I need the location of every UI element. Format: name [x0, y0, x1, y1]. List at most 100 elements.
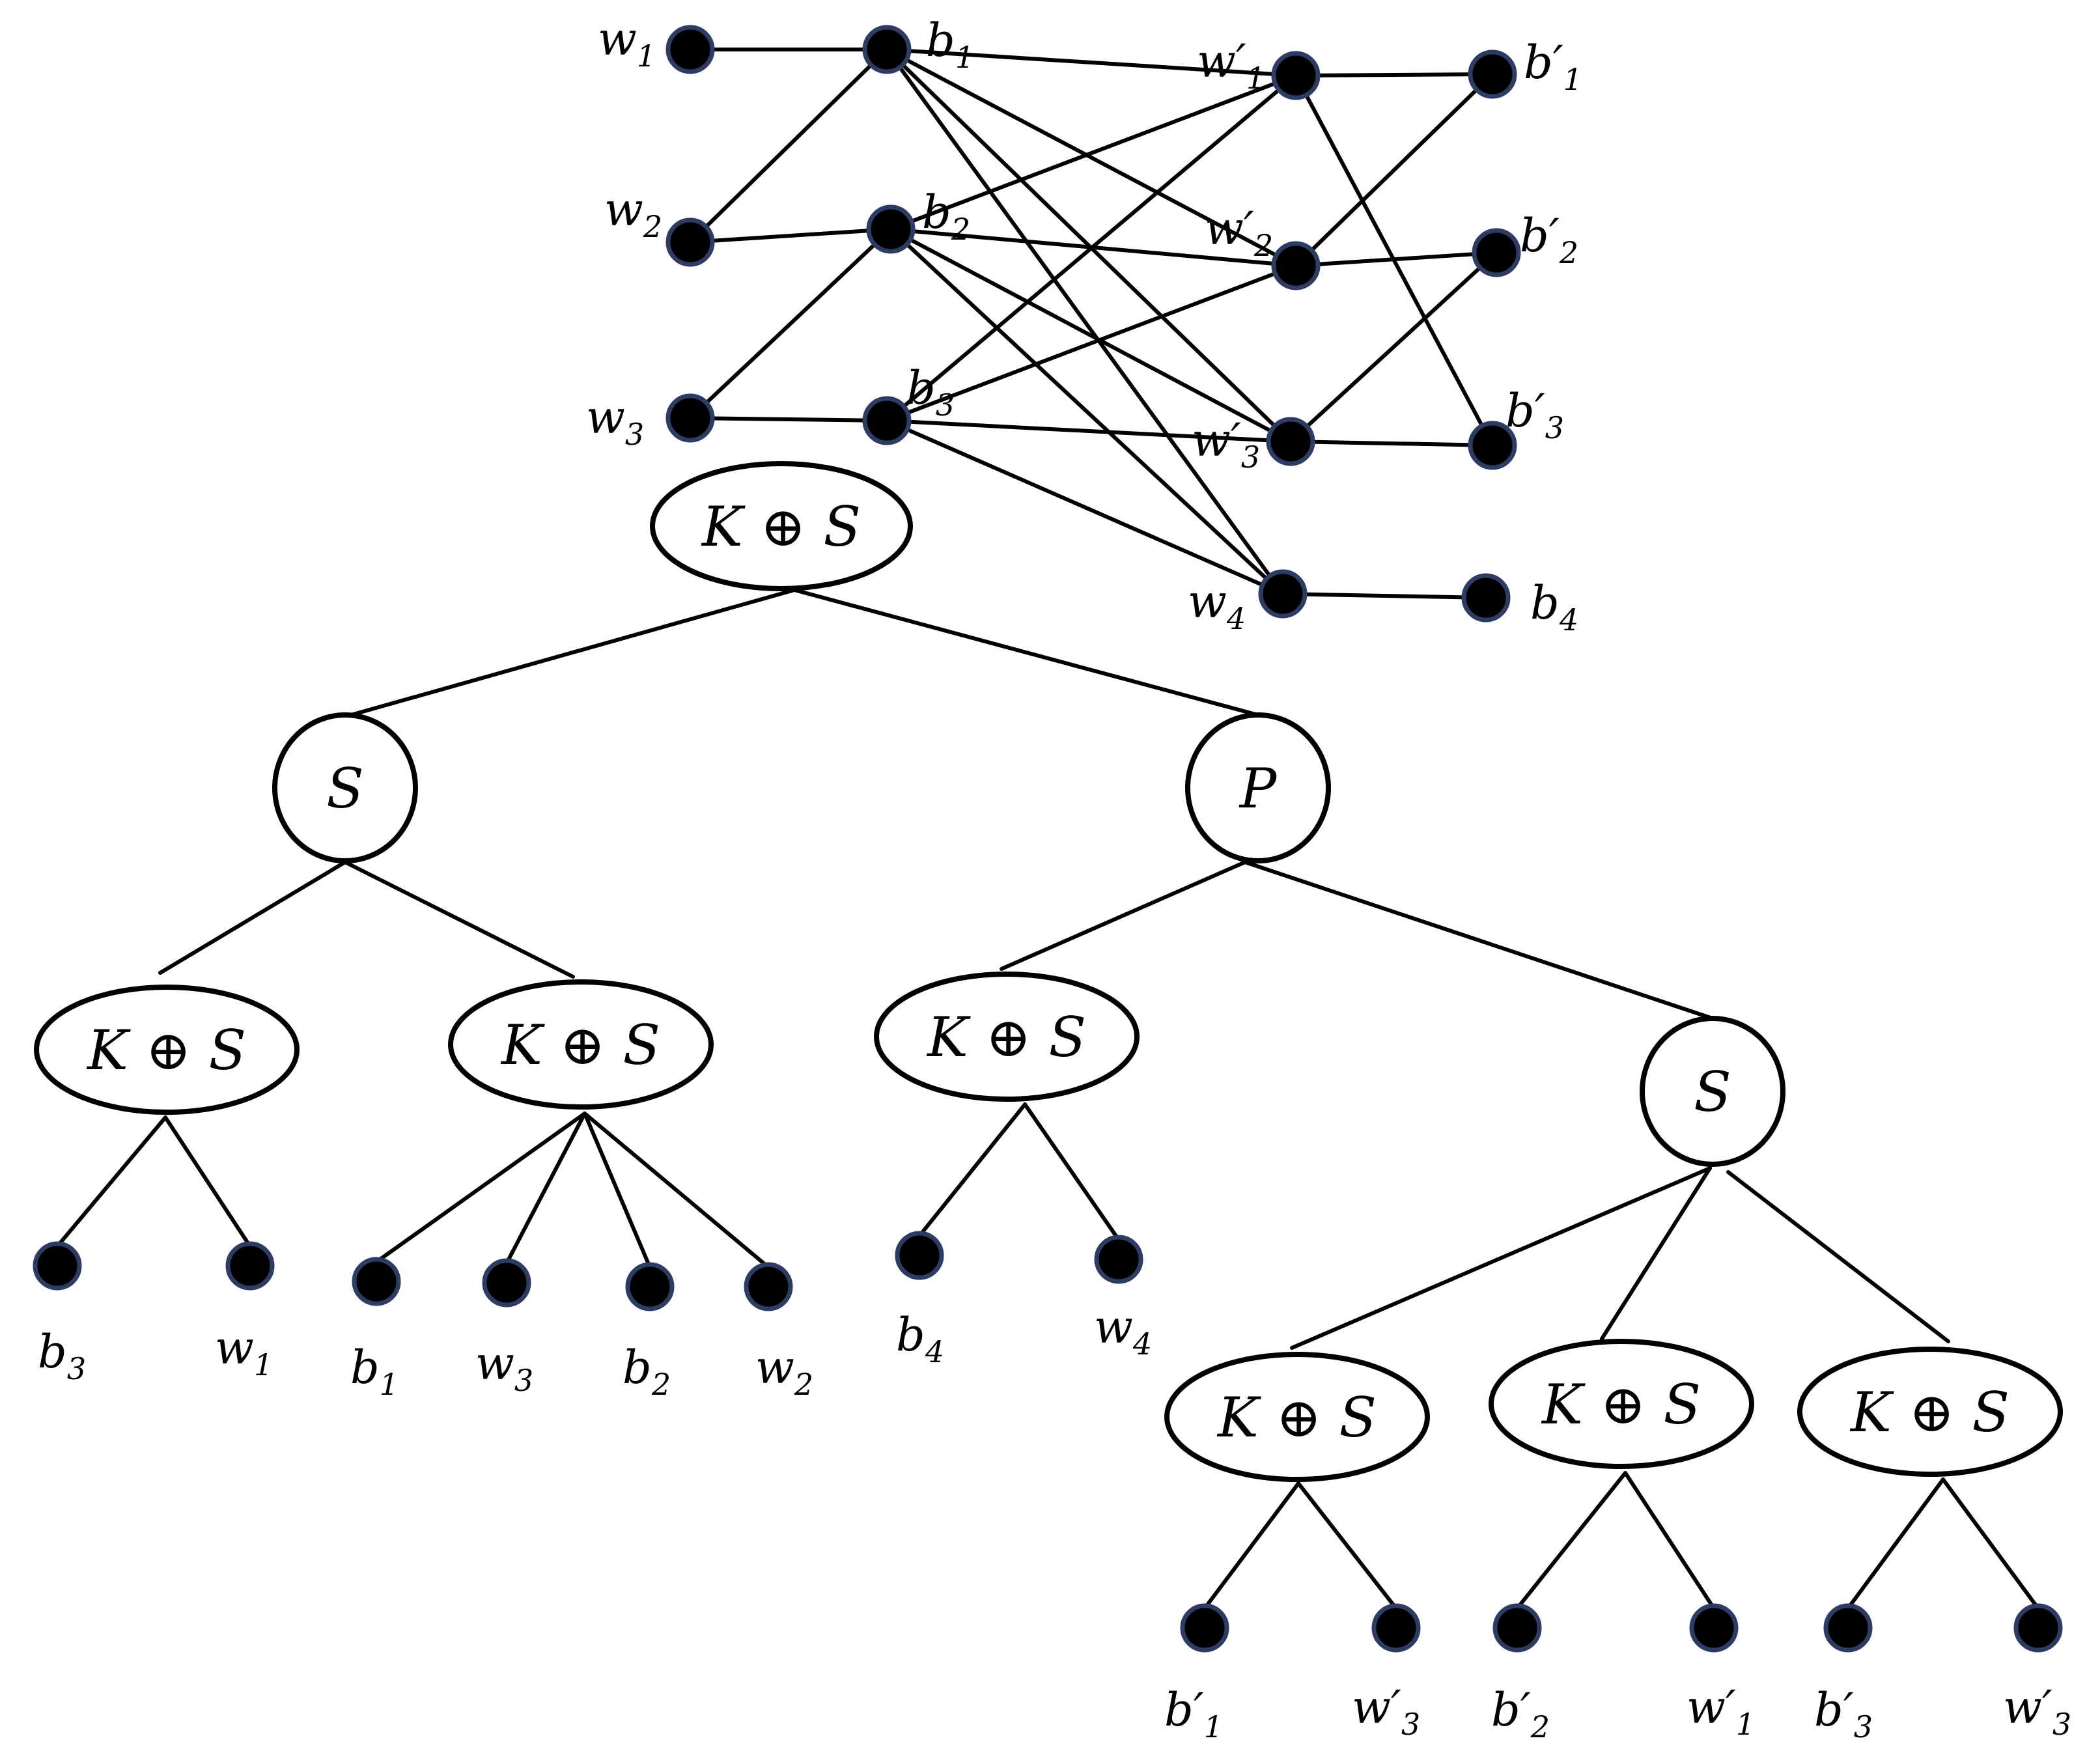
tree-leaf-L1 — [33, 1241, 82, 1291]
tree-leaf-label-L2: w1 — [215, 1321, 273, 1382]
tree-leaf-L3 — [352, 1257, 401, 1306]
tree-leaf-label-L9: b′1 — [1164, 1683, 1223, 1744]
graph-edge-b1-w2p — [885, 48, 1298, 268]
tree-node-label-ks1: K ⊕ S — [86, 1018, 246, 1082]
graph-vertex-label-w2p-prime: ′ — [1244, 202, 1254, 255]
tree-node-label-ks4: K ⊕ S — [1216, 1386, 1377, 1449]
tree-leaf-label-L13: b′3 — [1814, 1683, 1873, 1744]
tree-leaf-label-L9-base: b — [1164, 1683, 1194, 1737]
tree-leaf-edge-L12 — [1623, 1471, 1716, 1610]
graph-vertex-b3p — [1468, 421, 1517, 470]
tree-edge-p1-ks3 — [1000, 860, 1247, 971]
tree-leaf-label-L13-prime: ′ — [1843, 1683, 1854, 1737]
graph-vertex-w3p — [1266, 417, 1315, 466]
tree-leaf-L14 — [2013, 1603, 2063, 1653]
tree-leaf-label-L2-base: w — [215, 1321, 254, 1375]
graph-vertex-label-b4-base: b — [1530, 576, 1560, 630]
graph-vertex-label-b3p: b′3 — [1505, 384, 1564, 445]
tree-leaf-label-L5: b2 — [623, 1341, 671, 1402]
graph-vertex-label-b1p-base: b — [1524, 36, 1553, 89]
graph-vertex-label-w3p-subscript: 3 — [1241, 440, 1260, 475]
graph-vertex-w3 — [665, 393, 715, 443]
tree-edge-s1-ks2 — [343, 860, 575, 979]
tree-leaf-label-L12: w′1 — [1687, 1681, 1755, 1742]
graph-vertex-label-w2p: w′2 — [1205, 202, 1273, 263]
graph-vertex-label-b3-base: b — [906, 361, 936, 415]
tree-leaf-label-L4-base: w — [475, 1337, 514, 1390]
tree-node-label-ks2: K ⊕ S — [500, 1013, 660, 1077]
tree-edge-s2-ks4 — [1290, 1166, 1712, 1350]
tree-leaf-L12 — [1689, 1603, 1739, 1653]
tree-leaf-label-L13-subscript: 3 — [1854, 1709, 1873, 1744]
graph-vertex-label-w4-base: w — [1188, 575, 1227, 628]
tree-leaf-label-L8: w4 — [1094, 1300, 1152, 1362]
tree-node-ks5 — [1489, 1339, 1754, 1469]
tree-leaf-label-L7-subscript: 4 — [925, 1334, 944, 1369]
graph-edge-b1-w4 — [885, 48, 1285, 596]
tree-leaf-label-L3-base: b — [350, 1341, 380, 1394]
graph-vertex-label-b3p-subscript: 3 — [1545, 410, 1564, 445]
graph-edge-w2-b2 — [688, 227, 893, 244]
graph-vertex-b2 — [866, 204, 916, 254]
tree-leaf-edge-L3 — [374, 1112, 587, 1264]
graph-edge-w2-b1 — [688, 48, 889, 244]
tree-node-ks4 — [1164, 1352, 1430, 1482]
tree-leaf-label-L6-subscript: 2 — [794, 1367, 813, 1402]
tree-leaf-L8 — [1094, 1235, 1143, 1284]
graph-vertex-label-w1p-prime: ′ — [1236, 35, 1246, 88]
graph-vertex-label-w1p-base: w — [1197, 35, 1236, 88]
graph-vertex-label-w1-base: w — [598, 12, 637, 66]
graph-vertex-label-w1p: w′1 — [1197, 35, 1265, 96]
tree-leaf-label-L11-prime: ′ — [1520, 1683, 1531, 1737]
tree-leaf-edge-L13 — [1846, 1477, 1945, 1610]
tree-leaf-edge-L11 — [1515, 1471, 1627, 1610]
tree-edges — [158, 588, 1950, 1350]
tree-leaf-label-L12-subscript: 1 — [1736, 1707, 1755, 1742]
graph-vertex-w2p — [1271, 241, 1321, 290]
tree-node-s1 — [272, 712, 418, 863]
tree-leaf-edge-L2 — [163, 1115, 252, 1248]
graph-vertex-label-w3p-base: w — [1192, 413, 1231, 467]
graph-vertex-label-b2p-prime: ′ — [1549, 209, 1560, 262]
tree-leaf-label-L10: w′3 — [1352, 1681, 1420, 1742]
tree-node-ks6 — [1797, 1347, 2063, 1477]
graph-vertex-label-b3p-base: b — [1505, 384, 1535, 438]
graph-vertex-w4 — [1258, 569, 1308, 619]
graph-vertex-label-w3: w3 — [586, 391, 644, 452]
tree-leaf-label-L1-subscript: 3 — [67, 1351, 86, 1386]
tree-node-label-s1: S — [326, 757, 364, 820]
tree-edge-s2-ks5 — [1600, 1166, 1712, 1341]
tree-leaf-edge-L4 — [505, 1112, 587, 1265]
tree-node-ks1 — [34, 985, 300, 1115]
tree-node-ks3 — [874, 972, 1140, 1102]
graph-vertex-b1p — [1468, 49, 1517, 99]
tree-leaf-label-L8-base: w — [1094, 1300, 1133, 1354]
graph-vertex-label-b2-subscript: 2 — [951, 212, 970, 247]
tree-leaf-label-L11-subscript: 2 — [1530, 1709, 1550, 1744]
graph-vertex-label-b1-base: b — [926, 14, 955, 67]
tree-leaf-label-L9-subscript: 1 — [1204, 1709, 1223, 1744]
tree-edge-s2-ks6 — [1726, 1170, 1950, 1343]
graph-edge-b3-w1p — [885, 74, 1298, 423]
graph-vertex-label-b4: b4 — [1530, 576, 1578, 637]
tree-leaf-edge-L5 — [583, 1112, 652, 1269]
tree-leaf-label-L1-base: b — [38, 1325, 67, 1378]
graph-vertex-label-b3p-prime: ′ — [1535, 384, 1545, 438]
tree-leaf-L10 — [1371, 1603, 1421, 1653]
tree-leaf-L2 — [225, 1241, 275, 1291]
tree-leaf-edge-L8 — [1023, 1102, 1121, 1242]
graph-vertex-w2 — [665, 217, 715, 267]
tree-leaf-L13 — [1823, 1603, 1873, 1653]
tree-leaf-label-L5-base: b — [623, 1341, 652, 1394]
tree-leaf-L7 — [895, 1231, 944, 1280]
graph-vertex-b1 — [862, 25, 912, 74]
tree-leaf-L5 — [625, 1262, 675, 1311]
graph-edge-w2p-b2p — [1294, 251, 1498, 268]
tree-leaf-edge-L9 — [1203, 1481, 1300, 1610]
tree-leaf-label-L14: w′3 — [2003, 1681, 2071, 1742]
tree-leaf-label-L11: b′2 — [1491, 1683, 1550, 1744]
tree-node-s2 — [1640, 1016, 1785, 1167]
tree-leaf-L6 — [744, 1262, 793, 1311]
